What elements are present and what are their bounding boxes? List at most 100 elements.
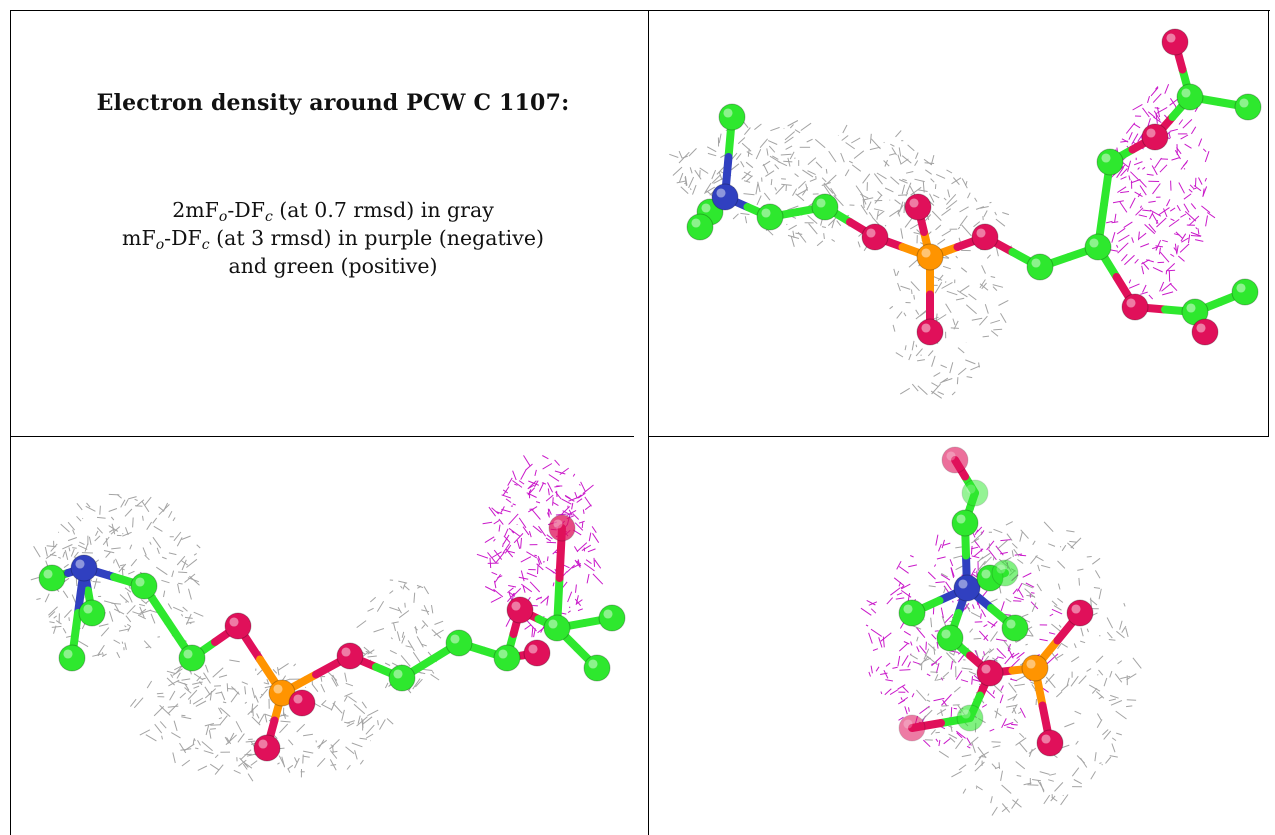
oxygen-atom bbox=[1121, 293, 1149, 321]
carbon-atom bbox=[756, 203, 784, 231]
oxygen-atom bbox=[548, 514, 576, 542]
atom-highlight bbox=[183, 649, 193, 659]
atom-highlight bbox=[1101, 153, 1111, 163]
atom-highlight bbox=[1186, 303, 1196, 313]
oxygen-atom bbox=[861, 223, 889, 251]
carbon-atom bbox=[1084, 233, 1112, 261]
atom-highlight bbox=[1041, 734, 1051, 744]
carbon-atom bbox=[1231, 278, 1259, 306]
molecule-view-top-right-canvas bbox=[669, 28, 1262, 399]
molecule-view-top-right bbox=[650, 12, 1268, 435]
atom-highlight bbox=[1239, 98, 1249, 108]
carbon-atom bbox=[130, 572, 158, 600]
atom-highlight bbox=[1126, 298, 1136, 308]
atom-highlight bbox=[588, 659, 598, 669]
atom-highlight bbox=[603, 609, 613, 619]
atom-highlight bbox=[511, 601, 521, 611]
oxygen-atom bbox=[288, 689, 316, 717]
carbon-atom bbox=[936, 624, 964, 652]
atom-highlight bbox=[981, 664, 991, 674]
atom-highlight bbox=[981, 569, 991, 579]
atom-highlight bbox=[1026, 659, 1036, 669]
atom-highlight bbox=[293, 694, 303, 704]
oxygen-atom bbox=[1066, 599, 1094, 627]
caption-line-1-a: 2mF bbox=[172, 198, 219, 222]
atom-highlight bbox=[528, 644, 538, 654]
atom-highlight bbox=[921, 323, 931, 333]
atom-highlight bbox=[1166, 33, 1176, 43]
molecule-view-bottom-right bbox=[650, 438, 1268, 835]
phosphorus-atom bbox=[916, 243, 944, 271]
nitrogen-atom bbox=[953, 574, 981, 602]
atom-highlight bbox=[1181, 88, 1191, 98]
carbon-atom bbox=[686, 213, 714, 241]
carbon-atom bbox=[78, 599, 106, 627]
caption-line-2-sub-c: c bbox=[201, 237, 210, 253]
caption-line-1-c: (at 0.7 rmsd) in gray bbox=[272, 198, 494, 222]
atom-highlight bbox=[958, 579, 968, 589]
atom-highlight bbox=[450, 634, 460, 644]
oxygen-atom bbox=[1191, 318, 1219, 346]
carbon-atom bbox=[1096, 148, 1124, 176]
atom-highlight bbox=[921, 248, 931, 258]
carbon-atom bbox=[956, 704, 984, 732]
carbon-atom bbox=[543, 614, 571, 642]
atom-highlight bbox=[903, 604, 913, 614]
nitrogen-atom bbox=[711, 183, 739, 211]
oxygen-atom bbox=[224, 612, 252, 640]
atom-highlight bbox=[553, 519, 563, 529]
oxygen-atom bbox=[971, 223, 999, 251]
density-mesh-gray bbox=[889, 180, 1013, 399]
atom-highlight bbox=[548, 619, 558, 629]
caption-line-1-b: -DF bbox=[227, 198, 265, 222]
atom-highlight bbox=[1006, 619, 1016, 629]
table-right-border bbox=[1268, 10, 1269, 437]
carbon-atom bbox=[811, 193, 839, 221]
atom-highlight bbox=[716, 188, 726, 198]
atom-highlight bbox=[946, 451, 956, 461]
carbon-atom bbox=[598, 604, 626, 632]
caption-line-2-a: mF bbox=[122, 226, 156, 250]
caption-body: 2mFo-DFc (at 0.7 rmsd) in gray mFo-DFc (… bbox=[22, 196, 644, 280]
table-top-border bbox=[10, 10, 1270, 11]
atom-highlight bbox=[273, 684, 283, 694]
atom-highlight bbox=[135, 577, 145, 587]
atom-highlight bbox=[996, 564, 1006, 574]
oxygen-atom bbox=[336, 642, 364, 670]
carbon-atom bbox=[951, 509, 979, 537]
caption-line-2-c: (at 3 rmsd) in purple (negative) bbox=[209, 226, 544, 250]
carbon-atom bbox=[1176, 83, 1204, 111]
atom-highlight bbox=[258, 739, 268, 749]
carbon-atom bbox=[583, 654, 611, 682]
oxygen-atom bbox=[523, 639, 551, 667]
atom-highlight bbox=[909, 198, 919, 208]
caption-line-1: 2mFo-DFc (at 0.7 rmsd) in gray bbox=[22, 196, 644, 224]
caption-line-1-sub-c: c bbox=[264, 209, 273, 225]
molecule-view-bottom-left bbox=[12, 438, 646, 835]
atom-highlight bbox=[63, 649, 73, 659]
carbon-atom bbox=[445, 629, 473, 657]
carbon-atom bbox=[58, 644, 86, 672]
oxygen-atom bbox=[904, 193, 932, 221]
carbon-atom bbox=[178, 644, 206, 672]
caption-title: Electron density around PCW C 1107: bbox=[96, 90, 570, 116]
density-mesh-gray bbox=[130, 651, 394, 782]
table-row-divider-right bbox=[648, 436, 1268, 437]
carbon-atom bbox=[1026, 253, 1054, 281]
atom-highlight bbox=[723, 108, 733, 118]
carbon-atom bbox=[388, 664, 416, 692]
table-middle-divider bbox=[648, 10, 649, 835]
atom-highlight bbox=[816, 198, 826, 208]
density-mesh-purple bbox=[476, 455, 604, 638]
atom-highlight bbox=[341, 647, 351, 657]
atom-highlight bbox=[961, 709, 971, 719]
table-left-border bbox=[10, 10, 11, 835]
table-row-divider-left bbox=[10, 436, 634, 437]
atom-highlight bbox=[1196, 323, 1206, 333]
caption-line-2-sub-o: o bbox=[155, 237, 165, 253]
atom-highlight bbox=[966, 484, 976, 494]
atom-highlight bbox=[976, 228, 986, 238]
oxygen-atom bbox=[1141, 123, 1169, 151]
carbon-atom bbox=[493, 644, 521, 672]
atom-highlight bbox=[956, 514, 966, 524]
